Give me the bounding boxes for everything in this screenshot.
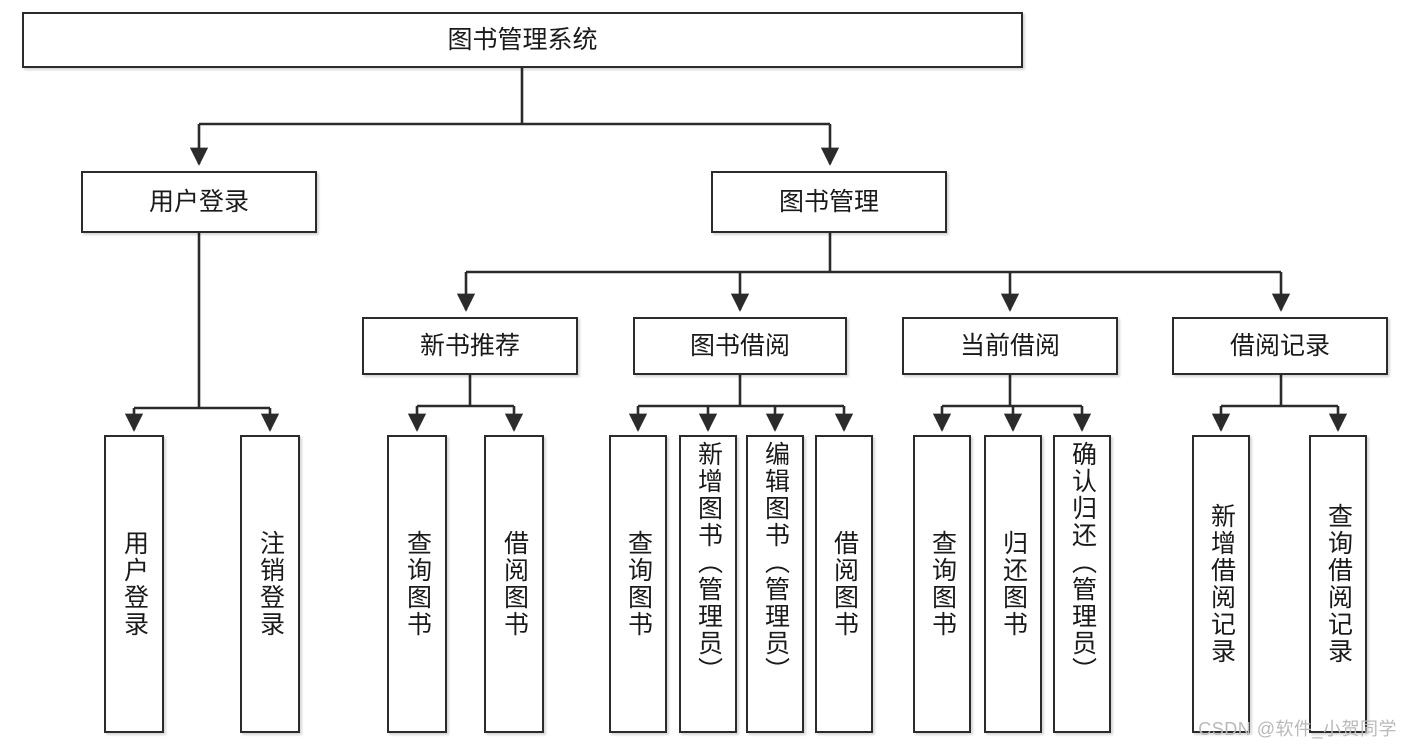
node-leaf-add-book[interactable]: 新增图书（管理员） [679,435,737,733]
node-borrow-record-label: 借阅记录 [1229,331,1330,360]
node-root-label: 图书管理系统 [447,25,598,54]
node-root[interactable]: 图书管理系统 [22,12,1023,68]
node-book-manage-label: 图书管理 [778,187,879,216]
node-borrow-record[interactable]: 借阅记录 [1172,317,1388,375]
node-leaf-query-book-2[interactable]: 查询图书 [609,435,667,733]
node-leaf-query-book-3-label: 查询图书 [928,530,957,638]
node-user-login-label: 用户登录 [148,187,249,216]
node-leaf-confirm-return[interactable]: 确认归还（管理员） [1053,435,1111,733]
node-leaf-add-book-label: 新增图书（管理员） [694,441,723,684]
node-leaf-borrow-book-2[interactable]: 借阅图书 [815,435,873,733]
node-leaf-return-book-label: 归还图书 [999,530,1028,638]
node-leaf-add-record-label: 新增借阅记录 [1207,503,1236,665]
node-leaf-query-book-1[interactable]: 查询图书 [387,435,447,733]
node-leaf-borrow-book-1[interactable]: 借阅图书 [484,435,544,733]
node-leaf-add-record[interactable]: 新增借阅记录 [1192,435,1250,733]
node-user-login[interactable]: 用户登录 [81,171,317,233]
node-leaf-edit-book[interactable]: 编辑图书（管理员） [746,435,804,733]
node-current-borrow-label: 当前借阅 [959,331,1060,360]
node-leaf-logout-label: 注销登录 [256,530,285,638]
node-new-book-recommend[interactable]: 新书推荐 [362,317,578,375]
node-leaf-confirm-return-label: 确认归还（管理员） [1068,441,1097,684]
node-leaf-return-book[interactable]: 归还图书 [984,435,1042,733]
node-leaf-query-record-label: 查询借阅记录 [1324,503,1353,665]
node-leaf-query-book-1-label: 查询图书 [403,530,432,638]
node-new-book-recommend-label: 新书推荐 [419,331,520,360]
node-leaf-user-login[interactable]: 用户登录 [104,435,164,733]
node-leaf-query-record[interactable]: 查询借阅记录 [1309,435,1367,733]
node-leaf-edit-book-label: 编辑图书（管理员） [761,441,790,684]
node-book-borrow[interactable]: 图书借阅 [633,317,847,375]
node-leaf-borrow-book-2-label: 借阅图书 [830,530,859,638]
node-book-borrow-label: 图书借阅 [689,331,790,360]
node-leaf-query-book-3[interactable]: 查询图书 [913,435,971,733]
node-leaf-user-login-label: 用户登录 [120,530,149,638]
node-current-borrow[interactable]: 当前借阅 [902,317,1118,375]
node-book-manage[interactable]: 图书管理 [711,171,947,233]
node-leaf-query-book-2-label: 查询图书 [624,530,653,638]
node-leaf-logout[interactable]: 注销登录 [240,435,300,733]
node-leaf-borrow-book-1-label: 借阅图书 [500,530,529,638]
